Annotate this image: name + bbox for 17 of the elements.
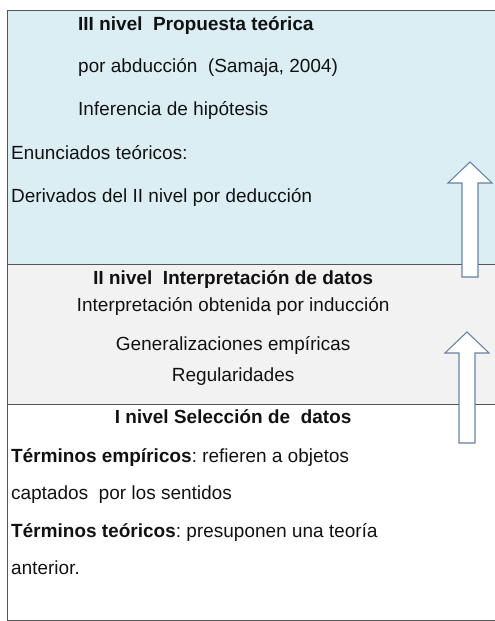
level-text: Inferencia de hipótesis: [78, 98, 270, 122]
level-heading: I nivel Selección de datos: [114, 406, 352, 430]
level-text: Términos empíricos: refieren a objetos captados por los sentidos: [11, 445, 350, 506]
level-heading: II nivel Interpretación de datos: [92, 267, 374, 291]
level-text: Derivados del II nivel por deducción: [11, 185, 314, 209]
block-arrow: [444, 331, 490, 444]
level-band: [7, 10, 495, 265]
level-band: [7, 265, 495, 405]
level-text: Interpretación obtenida por inducción: [76, 294, 390, 318]
level-text: Generalizaciones empíricas: [114, 333, 352, 357]
level-text: por abducción (Samaja, 2004): [78, 55, 339, 79]
level-heading: III nivel Propuesta teórica: [78, 13, 314, 37]
level-text: Enunciados teóricos:: [11, 142, 188, 166]
block-arrow: [446, 161, 494, 278]
level-text: Términos teóricos: presuponen una teoría anterior.: [11, 520, 378, 582]
level-band: [7, 405, 495, 621]
level-text: Regularidades: [170, 364, 296, 388]
